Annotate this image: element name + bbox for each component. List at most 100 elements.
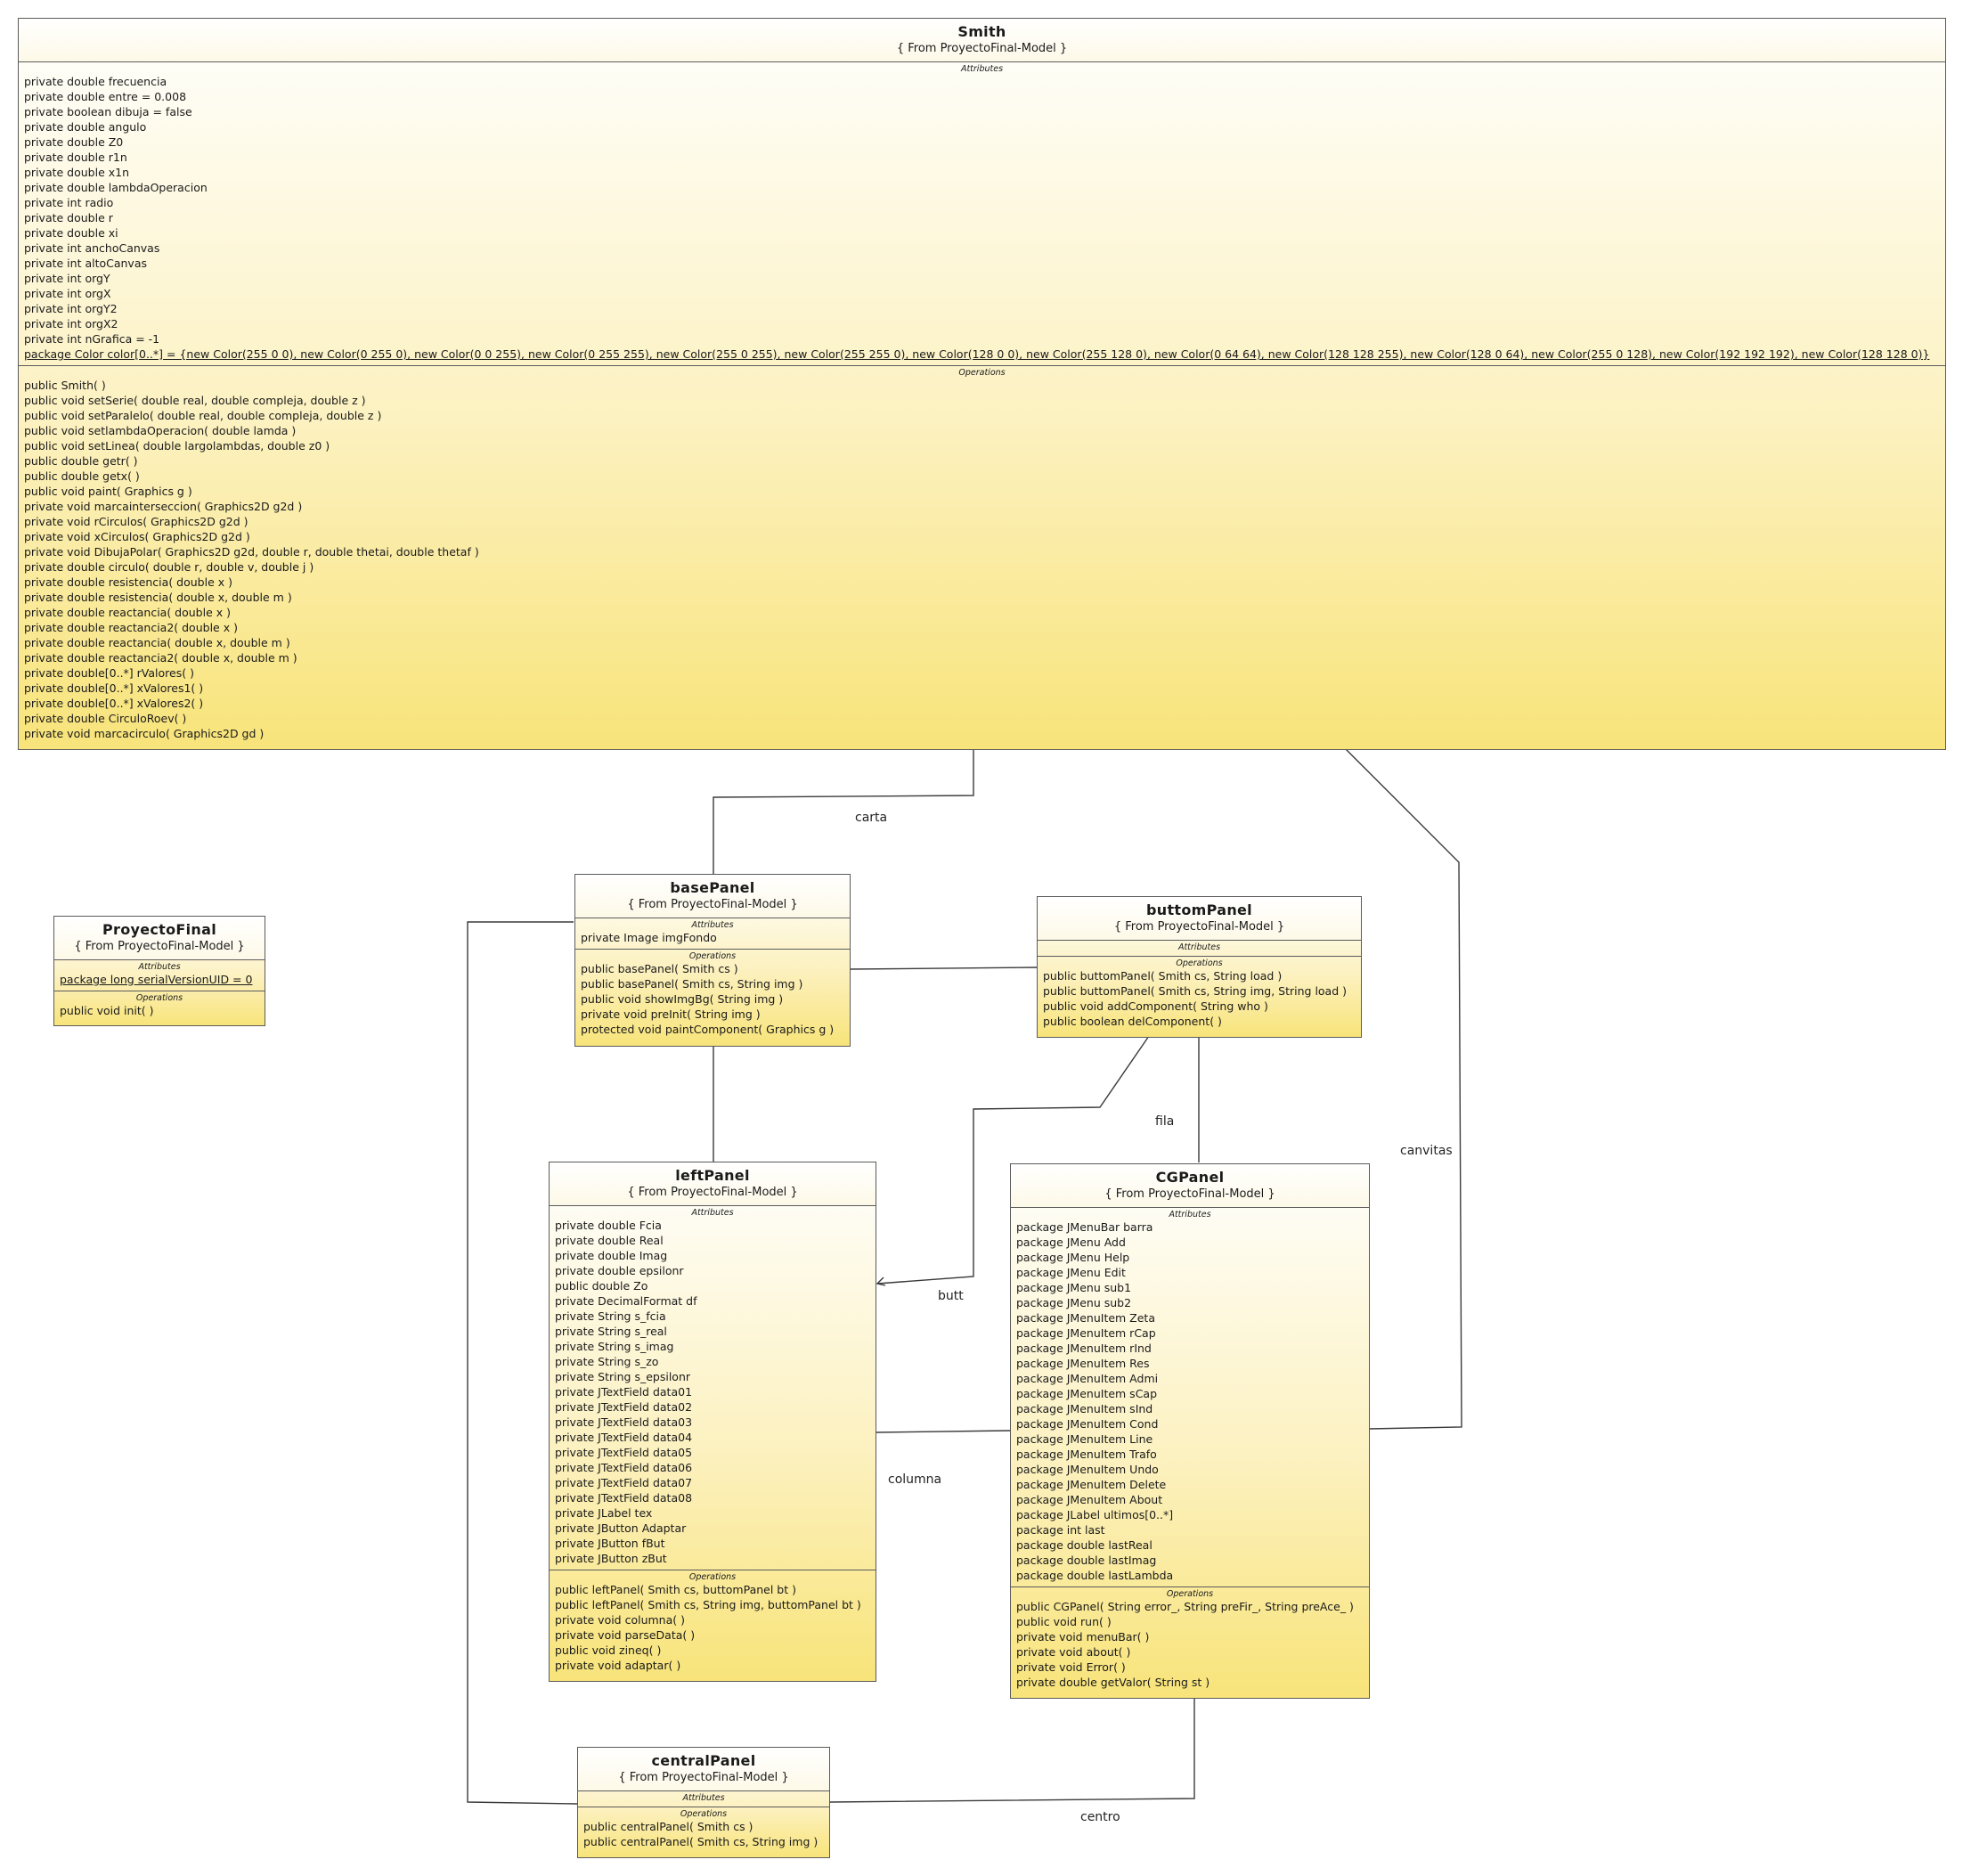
section-title: Attributes (691, 920, 734, 930)
association-label-butt: butt (938, 1289, 964, 1303)
attribute-row: private double x1n (24, 166, 130, 179)
section-title: Operations (958, 368, 1006, 378)
operation-row: private double reactancia2( double x ) (24, 621, 238, 634)
operation-row: private double[0..*] rValores( ) (24, 666, 194, 680)
class-name: CGPanel (1155, 1169, 1225, 1186)
section-title: Attributes (138, 962, 181, 972)
attribute-row: private JTextField data06 (555, 1461, 693, 1474)
operation-row: private void about( ) (1016, 1645, 1131, 1659)
class-header: centralPanel { From ProyectoFinal-Model … (578, 1748, 829, 1791)
attribute-row: package JMenuItem Cond (1016, 1417, 1159, 1431)
navigability-arrow-icon (876, 1276, 886, 1286)
attribute-row: package JMenuItem Delete (1016, 1478, 1167, 1491)
class-header: Smith { From ProyectoFinal-Model } (19, 19, 1945, 62)
class-header: leftPanel { From ProyectoFinal-Model } (550, 1162, 876, 1206)
attribute-row: private String s_fcia (555, 1309, 666, 1323)
section-title: Operations (135, 993, 183, 1003)
class-header: basePanel { From ProyectoFinal-Model } (575, 875, 850, 918)
attribute-row: private int orgX2 (24, 317, 118, 330)
attribute-row: package JMenu sub2 (1016, 1296, 1132, 1309)
operation-row: private void columna( ) (555, 1613, 685, 1627)
operation-row: private double resistencia( double x, do… (24, 591, 292, 604)
operations-section: Operations public basePanel( Smith cs )p… (575, 949, 850, 1040)
operation-row: public basePanel( Smith cs ) (581, 962, 738, 975)
class-package: { From ProyectoFinal-Model } (74, 940, 245, 953)
section-title: Attributes (682, 1793, 725, 1803)
class-header: ProyectoFinal { From ProyectoFinal-Model… (54, 917, 265, 960)
operations-section: Operations public CGPanel( String error_… (1011, 1586, 1369, 1693)
attribute-row: package double lastImag (1016, 1554, 1157, 1567)
section-title: Attributes (1169, 1210, 1211, 1219)
class-smith[interactable]: Smith { From ProyectoFinal-Model } Attri… (18, 18, 1946, 750)
attribute-row: private int orgX (24, 287, 111, 300)
attribute-row: private int orgY (24, 272, 110, 285)
operation-row: private void Error( ) (1016, 1660, 1126, 1674)
attribute-row: public double Zo (555, 1279, 648, 1293)
class-package: { From ProyectoFinal-Model } (896, 42, 1068, 55)
operation-row: public basePanel( Smith cs, String img ) (581, 977, 803, 991)
attribute-row: private double xi (24, 226, 118, 240)
class-basepanel[interactable]: basePanel { From ProyectoFinal-Model } A… (574, 874, 851, 1047)
class-package: { From ProyectoFinal-Model } (627, 1186, 798, 1199)
operation-row: private void parseData( ) (555, 1628, 696, 1642)
attribute-row: private double Z0 (24, 135, 124, 149)
attribute-row: package JMenuItem Zeta (1016, 1311, 1155, 1325)
operation-row: private void preInit( String img ) (581, 1007, 761, 1021)
operation-row: public double getr( ) (24, 454, 138, 468)
attribute-row: package JMenu sub1 (1016, 1281, 1132, 1294)
class-cgpanel[interactable]: CGPanel { From ProyectoFinal-Model } Att… (1010, 1163, 1370, 1699)
attribute-row: private double Imag (555, 1249, 668, 1262)
operation-row: private double reactancia( double x ) (24, 606, 231, 619)
operation-row: private void xCirculos( Graphics2D g2d ) (24, 530, 250, 543)
class-centralpanel[interactable]: centralPanel { From ProyectoFinal-Model … (577, 1747, 830, 1858)
class-package: { From ProyectoFinal-Model } (1104, 1187, 1275, 1201)
class-name: Smith (957, 23, 1006, 40)
operations-section: Operations public centralPanel( Smith cs… (578, 1807, 829, 1853)
association-label-canvitas: canvitas (1400, 1144, 1453, 1158)
attribute-row: private int anchoCanvas (24, 241, 160, 255)
attribute-row: package JMenu Edit (1016, 1266, 1126, 1279)
operation-row: public void run( ) (1016, 1615, 1112, 1628)
class-name: centralPanel (651, 1752, 756, 1769)
attribute-row: private int orgY2 (24, 302, 118, 315)
operation-row: public void setLinea( double largolambda… (24, 439, 330, 453)
attribute-row: private JButton Adaptar (555, 1521, 687, 1535)
class-name: basePanel (670, 879, 755, 896)
operation-row: protected void paintComponent( Graphics … (581, 1023, 835, 1036)
operation-row: public void setParalelo( double real, do… (24, 409, 382, 422)
attribute-row: private int nGrafica = -1 (24, 332, 160, 346)
attribute-row: package int last (1016, 1523, 1105, 1537)
operation-row: public boolean delComponent( ) (1043, 1015, 1222, 1028)
class-package: { From ProyectoFinal-Model } (1113, 920, 1285, 934)
class-name: buttomPanel (1146, 901, 1252, 918)
attribute-row: private String s_epsilonr (555, 1370, 691, 1383)
attribute-row: package long serialVersionUID = 0 (60, 973, 253, 986)
association-line-butt (876, 1035, 1150, 1285)
attribute-row: private int altoCanvas (24, 257, 148, 270)
attribute-row: private double epsilonr (555, 1264, 684, 1277)
operation-row: private double circulo( double r, double… (24, 560, 314, 574)
operation-row: private void menuBar( ) (1016, 1630, 1150, 1644)
attribute-row: private double lambdaOperacion (24, 181, 208, 194)
section-title: Operations (680, 1809, 728, 1819)
operation-row: public leftPanel( Smith cs, buttomPanel … (555, 1583, 796, 1596)
association-label-carta: carta (855, 811, 888, 825)
class-buttompanel[interactable]: buttomPanel { From ProyectoFinal-Model }… (1037, 896, 1362, 1038)
class-leftpanel[interactable]: leftPanel { From ProyectoFinal-Model } A… (549, 1162, 876, 1682)
class-header: buttomPanel { From ProyectoFinal-Model } (1038, 897, 1361, 941)
operation-row: private void marcacirculo( Graphics2D gd… (24, 727, 265, 740)
attribute-row: private Image imgFondo (581, 931, 717, 944)
operation-row: public void setSerie( double real, doubl… (24, 394, 366, 407)
attribute-row: package JMenuBar barra (1016, 1220, 1153, 1234)
operation-row: public centralPanel( Smith cs, String im… (583, 1835, 819, 1848)
attribute-row: private String s_imag (555, 1340, 674, 1353)
section-title: Attributes (1177, 942, 1221, 952)
attribute-row: private String s_zo (555, 1355, 659, 1368)
operation-row: private double[0..*] xValores2( ) (24, 697, 204, 710)
attribute-row: private String s_real (555, 1325, 667, 1338)
class-proyectofinal[interactable]: ProyectoFinal { From ProyectoFinal-Model… (53, 916, 265, 1026)
attribute-row: private JTextField data05 (555, 1446, 693, 1459)
attribute-row: private boolean dibuja = false (24, 105, 192, 118)
section-title: Operations (1166, 1589, 1214, 1599)
